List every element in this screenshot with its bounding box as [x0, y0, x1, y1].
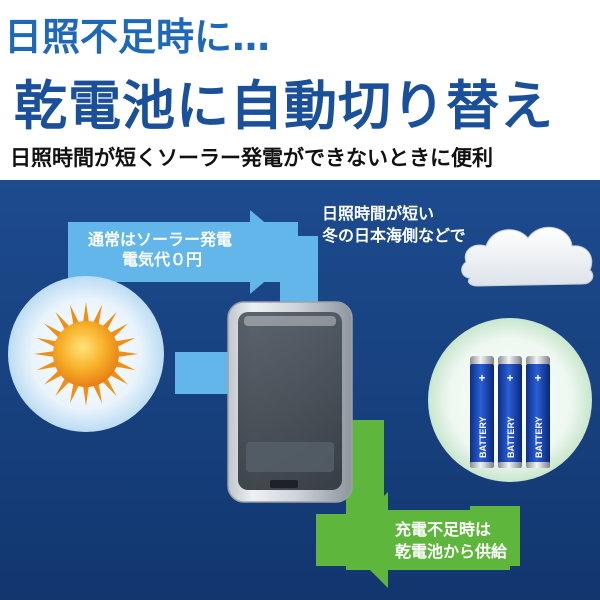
- battery-caption-2: 乾電池から供給: [395, 542, 508, 561]
- power-diagram: + BATTERY + BATTERY + BATTERY: [8, 210, 594, 588]
- svg-text:+: +: [506, 371, 513, 385]
- sun-ray: [69, 383, 79, 404]
- weather-label-2: 冬の日本海側などで: [322, 226, 466, 245]
- sun-ray: [69, 304, 79, 325]
- sun-ray: [34, 351, 55, 357]
- sun-ray: [117, 351, 138, 357]
- sun-ray: [43, 323, 62, 338]
- svg-text:+: +: [534, 371, 541, 385]
- battery-icon: + BATTERY + BATTERY + BATTERY: [470, 356, 550, 468]
- solar-label-2: 電気代０円: [122, 250, 203, 269]
- solar-label-1: 通常はソーラー発電: [88, 230, 233, 249]
- headline-line-2: 乾電池に自動切り替え: [14, 76, 554, 137]
- sun-ray: [36, 337, 57, 347]
- sun-ray: [115, 337, 136, 347]
- battery-label-3: BATTERY: [534, 417, 544, 459]
- sun-ray: [110, 323, 129, 338]
- device-icon: [227, 301, 353, 503]
- sun-ray: [83, 302, 89, 323]
- sun-ray: [102, 311, 117, 330]
- battery-label-2: BATTERY: [506, 417, 516, 459]
- sun-ray: [36, 361, 57, 371]
- sun-icon: [8, 276, 164, 432]
- battery-arrow: [316, 420, 520, 588]
- sun-ray: [115, 361, 136, 371]
- battery-label-1: BATTERY: [478, 417, 488, 459]
- sun-ray: [110, 370, 129, 385]
- sun-ray: [93, 304, 103, 325]
- headline-subtitle: 日照時間が短くソーラー発電ができないときに便利: [10, 146, 493, 170]
- power-diagram-panel: + BATTERY + BATTERY + BATTERY: [0, 180, 600, 600]
- svg-text:+: +: [478, 371, 485, 385]
- sun-ray: [102, 378, 117, 397]
- weather-label-1: 日照時間が短い: [322, 204, 435, 223]
- sun-ray: [93, 383, 103, 404]
- headline-line-1: 日照不足時に…: [4, 15, 271, 59]
- battery-caption-1: 充電不足時は: [395, 520, 492, 539]
- cloud-icon: [461, 226, 594, 287]
- sun-ray: [83, 385, 89, 406]
- sun-ray: [55, 378, 70, 397]
- sun-ray: [55, 311, 70, 330]
- sun-ray: [43, 370, 62, 385]
